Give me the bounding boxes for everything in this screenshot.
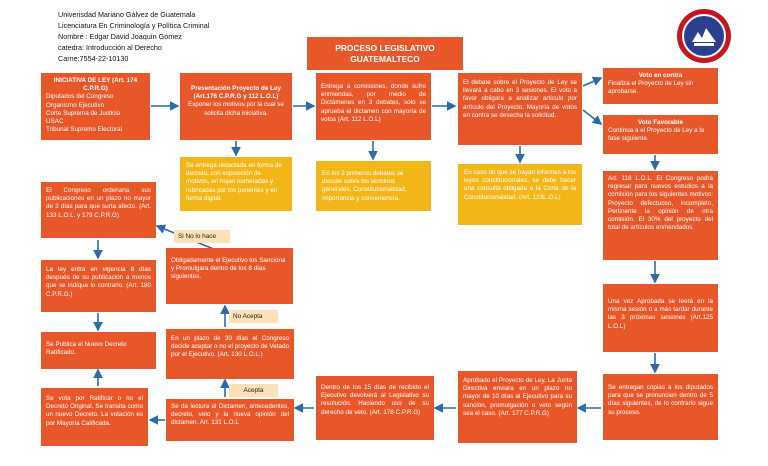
- box-text: El Congreso ordenaria sus publicaciones …: [46, 187, 151, 219]
- treinta-dias-box: En un plazo de 30 días el Congreso decid…: [166, 329, 294, 379]
- box-text: Continua a el Proyecto de Ley a la fase …: [608, 127, 705, 143]
- box-text: En los 2 primeros debates se discute sob…: [322, 170, 407, 202]
- entrega-comisiones-box: Entrega a comisiones, donde sufre enmien…: [316, 73, 431, 140]
- box-line: Corte Suprema de Justicia: [46, 109, 121, 117]
- entregan-copias-box: Se entregan copias a los diputados para …: [603, 374, 718, 440]
- box-line: Tribunal Supremo Electoral: [46, 126, 123, 134]
- leyes-constitucionales-note: En caso de que se hayan informes a los l…: [458, 164, 582, 225]
- box-heading: Voto en contra: [638, 72, 683, 79]
- lectura-dictamen-box: Se da lectura al Dictamen, antecedentes,…: [166, 399, 294, 441]
- header-line: catedra: Introducción al Derecho: [58, 43, 162, 52]
- box-line: USAC: [46, 118, 64, 126]
- box-text: Se entregan copias a los diputados para …: [608, 384, 713, 416]
- box-line: Diputados del Congreso: [46, 93, 114, 101]
- box-text: Art. 118 L.O.L. El Congreso podrá regres…: [608, 175, 713, 232]
- box-text: En caso de que se hayan informes a los l…: [464, 169, 577, 201]
- presentacion-proyecto-box: Presentación Proyecto de Ley (Art.176 C.…: [180, 73, 292, 140]
- si-no-lo-hace-tag: Si No lo hace: [174, 230, 230, 243]
- voto-en-contra-box: Voto en contra Finaliza el Proyecto de L…: [603, 68, 718, 104]
- box-text: Exponer los motivos por la cual se solic…: [188, 101, 284, 117]
- congreso-ordenaria-box: El Congreso ordenaria sus publicaciones …: [41, 182, 156, 238]
- box-text: Se da lectura al Dictamen, antecedentes,…: [171, 403, 289, 427]
- header-line: Nombre : Edgar David Joaquín Gómez: [58, 32, 182, 41]
- iniciativa-de-ley-box: INICIATIVA DE LEY (Art. 174 C.P.R.G) Dip…: [41, 73, 150, 140]
- box-text: El debate sobre el Proyecto de Ley se ll…: [463, 79, 577, 119]
- diagram-title: PROCESO LEGISLATIVO GUATEMALTECO: [307, 37, 463, 70]
- box-text: Finaliza el Proyecto de Ley sin aprobars…: [608, 80, 694, 96]
- obligadamente-box: Obligadamente el Ejecutivo los Sanciona …: [166, 248, 293, 304]
- voto-favorable-box: Voto Favorable Continua a el Proyecto de…: [603, 115, 718, 154]
- dos-debates-note: En los 2 primeros debates se discute sob…: [316, 161, 431, 211]
- box-text: Dentro de los 15 días de recibido el Eje…: [321, 384, 429, 416]
- box-heading: INICIATIVA DE LEY (Art. 174 C.P.R.G): [53, 77, 138, 93]
- box-text: Aprobado el Proyecto de Ley, La Junta Di…: [463, 377, 572, 417]
- box-text: Entrega a comisiones, donde sufre enmien…: [321, 83, 426, 123]
- art-118-box: Art. 118 L.O.L. El Congreso podrá regres…: [603, 171, 718, 260]
- box-text: Se entrega redactada en forma de decreto…: [186, 162, 282, 202]
- box-text: Una vez Aprobada se leerá en la misma se…: [608, 298, 713, 330]
- ley-vigencia-box: La ley entra en vigencia 8 días después …: [41, 260, 156, 312]
- box-text: La ley entra en vigencia 8 días después …: [46, 266, 151, 298]
- box-text: Se Publica el Nuevo Decreto Ratificado.: [46, 341, 127, 357]
- una-vez-aprobada-box: Una vez Aprobada se leerá en la misma se…: [603, 284, 718, 352]
- box-text: Obligadamente el Ejecutivo los Sanciona …: [171, 257, 286, 281]
- quince-dias-box: Dentro de los 15 días de recibido el Eje…: [316, 376, 434, 440]
- header-line: Carne:7554-22-10130: [58, 54, 129, 63]
- redactada-decreto-note: Se entrega redactada en forma de decreto…: [180, 157, 292, 211]
- student-info: Univerisdad Mariano Gálvez de Guatemala …: [58, 9, 209, 64]
- box-line: Organismo Ejecutivo: [46, 101, 105, 109]
- decreto-ratificado-box: Se Publica el Nuevo Decreto Ratificado.: [41, 332, 156, 369]
- box-heading: Presentación Proyecto de Ley (Art.176 C.…: [191, 85, 281, 101]
- aprobado-proyecto-box: Aprobado el Proyecto de Ley, La Junta Di…: [458, 371, 577, 443]
- box-text: En un plazo de 30 días el Congreso decid…: [171, 335, 289, 359]
- header-line: Licenciatura En Criminología y Política …: [58, 21, 210, 30]
- no-acepta-tag: No Acepta: [229, 310, 278, 323]
- box-heading: Voto Favorable: [637, 119, 684, 126]
- debate-box: El debate sobre el Proyecto de Ley se ll…: [458, 73, 582, 145]
- university-seal-icon: [677, 9, 731, 63]
- acepta-tag: Acepta: [229, 384, 278, 397]
- box-text: Se vota por Ratificar o no el Decreto Or…: [46, 395, 143, 427]
- votar-ratificar-box: Se vota por Ratificar o no el Decreto Or…: [41, 388, 148, 446]
- header-line: Univerisdad Mariano Gálvez de Guatemala: [58, 10, 196, 19]
